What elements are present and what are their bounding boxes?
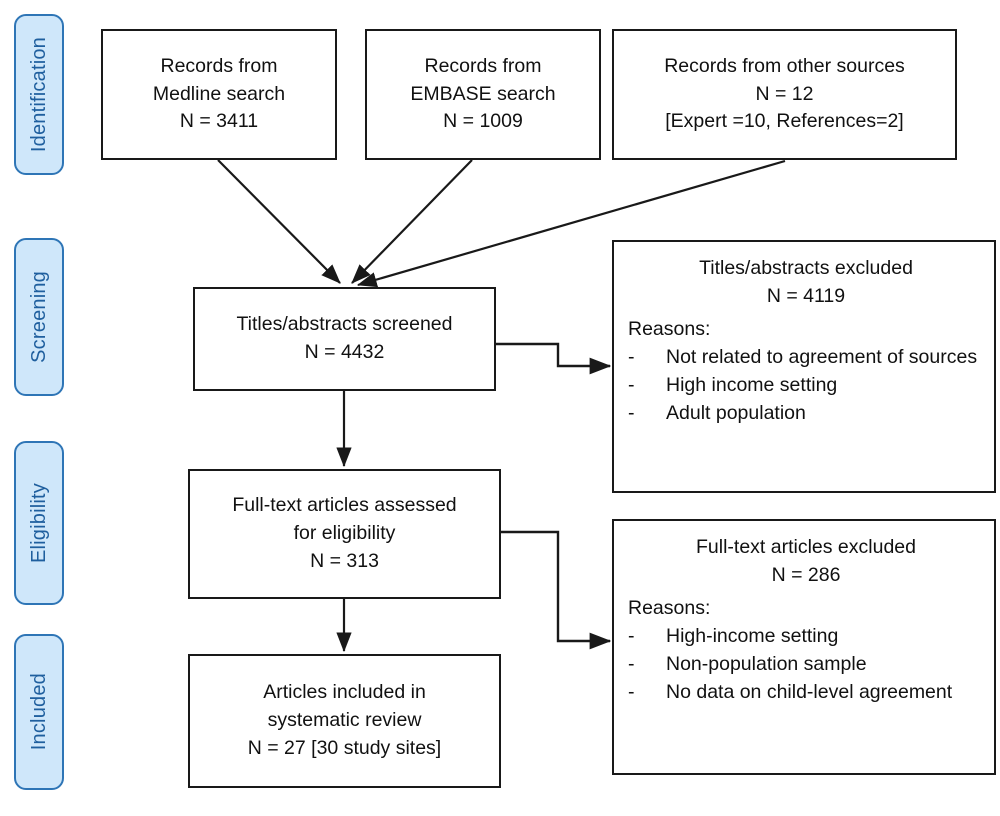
fulltext-excluded-reason-text: High-income setting — [666, 624, 839, 647]
box-fulltext-articles-excluded: Full-text articles excluded N = 286 Reas… — [612, 519, 996, 775]
fulltext-excluded-reason-item: - No data on child-level agreement — [628, 678, 984, 706]
box-articles-included-line-1: Articles included in — [263, 681, 426, 704]
box-records-embase-line-3: N = 1009 — [443, 110, 523, 133]
box-articles-included-line-3: N = 27 [30 study sites] — [247, 736, 442, 759]
phase-label-included-text: Included — [28, 673, 50, 751]
box-records-medline: Records from Medline search N = 3411 — [101, 29, 337, 160]
phase-label-identification-text: Identification — [28, 36, 50, 153]
titles-excluded-reason-text: Not related to agreement of sources — [666, 345, 978, 368]
fulltext-excluded-heading-1: Full-text articles excluded — [695, 536, 916, 558]
bullet-dash-icon: - — [628, 681, 635, 704]
box-articles-included: Articles included in systematic review N… — [188, 654, 501, 788]
phase-label-identification: Identification — [14, 14, 64, 175]
fulltext-excluded-reason-text: Non-population sample — [666, 653, 867, 676]
box-titles-abstracts-screened-line-2: N = 4432 — [304, 341, 385, 363]
box-records-embase: Records from EMBASE search N = 1009 — [365, 29, 601, 160]
arrow-screened-to-titles-excluded — [495, 342, 612, 375]
titles-excluded-reason-item: - High income setting — [628, 371, 984, 399]
arrow-fulltext-to-fulltext-excluded — [500, 530, 612, 650]
fulltext-excluded-reasons-label: Reasons: — [628, 596, 711, 619]
box-records-other-sources-line-3: [Expert =10, References=2] — [665, 110, 904, 133]
box-records-medline-line-2: Medline search — [152, 82, 286, 105]
box-articles-included-line-2: systematic review — [267, 709, 422, 732]
titles-excluded-reason-item: - Not related to agreement of sources — [628, 343, 984, 371]
arrow-medline-to-screened — [217, 159, 341, 284]
fulltext-excluded-reason-item: - Non-population sample — [628, 650, 984, 678]
box-titles-abstracts-screened-line-1: Titles/abstracts screened — [236, 313, 453, 336]
phase-label-included: Included — [14, 634, 64, 790]
titles-excluded-heading-1: Titles/abstracts excluded — [699, 257, 913, 279]
titles-excluded-heading-2: N = 4119 — [766, 285, 846, 308]
bullet-dash-icon: - — [628, 402, 635, 425]
box-fulltext-assessed: Full-text articles assessed for eligibil… — [188, 469, 501, 599]
box-records-embase-line-2: EMBASE search — [410, 82, 556, 105]
box-records-other-sources-line-1: Records from other sources — [664, 54, 905, 77]
bullet-dash-icon: - — [628, 653, 635, 676]
box-records-other-sources-line-2: N = 12 — [755, 82, 814, 105]
box-records-other-sources: Records from other sources N = 12 [Exper… — [612, 29, 957, 160]
box-records-medline-line-1: Records from — [160, 54, 278, 77]
titles-excluded-reason-item: - Adult population — [628, 399, 984, 427]
phase-label-eligibility-text: Eligibility — [28, 482, 50, 563]
titles-excluded-reason-text: Adult population — [666, 402, 806, 425]
box-titles-abstracts-excluded: Titles/abstracts excluded N = 4119 Reaso… — [612, 240, 996, 493]
box-fulltext-assessed-line-2: for eligibility — [293, 522, 396, 545]
fulltext-excluded-reason-text: No data on child-level agreement — [666, 681, 953, 704]
bullet-dash-icon: - — [628, 374, 635, 397]
phase-label-eligibility: Eligibility — [14, 441, 64, 605]
box-fulltext-assessed-line-1: Full-text articles assessed — [232, 494, 457, 517]
bullet-dash-icon: - — [628, 624, 635, 647]
box-fulltext-assessed-line-3: N = 313 — [310, 549, 379, 572]
titles-excluded-reason-text: High income setting — [666, 374, 838, 397]
fulltext-excluded-reason-item: - High-income setting — [628, 622, 984, 650]
titles-excluded-reasons-label: Reasons: — [628, 317, 711, 340]
box-titles-abstracts-screened: Titles/abstracts screened N = 4432 — [193, 287, 496, 391]
phase-label-screening: Screening — [14, 238, 64, 396]
box-records-embase-line-1: Records from — [424, 54, 542, 77]
box-records-medline-line-3: N = 3411 — [179, 110, 259, 133]
phase-label-screening-text: Screening — [28, 271, 50, 363]
bullet-dash-icon: - — [628, 345, 635, 368]
arrow-embase-to-screened — [351, 159, 473, 284]
fulltext-excluded-heading-2: N = 286 — [771, 564, 841, 587]
